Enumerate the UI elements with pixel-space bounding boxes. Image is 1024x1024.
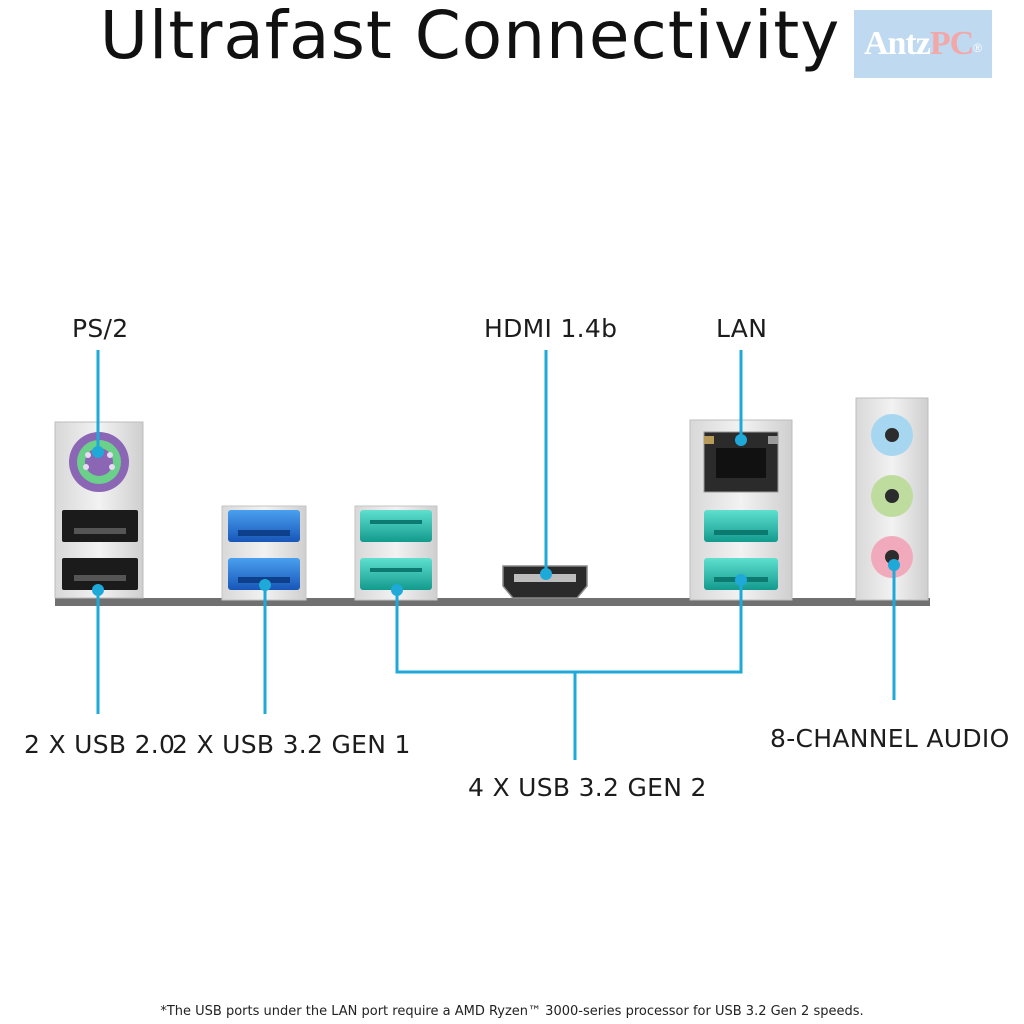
page-title: Ultrafast Connectivity bbox=[99, 0, 841, 74]
brand-primary: Antz bbox=[863, 25, 931, 62]
footnote: *The USB ports under the LAN port requir… bbox=[160, 1004, 864, 1019]
usb2-port-top bbox=[62, 510, 138, 542]
label-usb20: 2 X USB 2.0 bbox=[24, 730, 176, 759]
brand-logo: AntzPC® bbox=[854, 10, 992, 78]
leader-lines bbox=[96, 350, 896, 760]
usb2-port-bottom bbox=[62, 558, 138, 590]
label-usb32-gen2: 4 X USB 3.2 GEN 2 bbox=[468, 773, 707, 802]
io-shield-baseline bbox=[55, 598, 930, 606]
label-usb32-gen1: 2 X USB 3.2 GEN 1 bbox=[172, 730, 411, 759]
brand-mark: ® bbox=[973, 41, 983, 55]
leader-dots bbox=[92, 434, 900, 596]
brand-secondary: PC bbox=[929, 25, 974, 62]
usb32-gen2-port-c bbox=[704, 510, 778, 542]
label-ps2: PS/2 bbox=[72, 314, 129, 343]
usb32-gen2-port-b bbox=[360, 558, 432, 590]
usb32-gen1-port-top bbox=[228, 510, 300, 542]
usb32-gen2-leader bbox=[395, 580, 743, 674]
lan-usb-stack bbox=[689, 419, 793, 601]
label-lan: LAN bbox=[716, 314, 768, 343]
label-hdmi: HDMI 1.4b bbox=[484, 314, 618, 343]
label-audio: 8-CHANNEL AUDIO bbox=[770, 724, 1010, 753]
usb32-gen2-port-a bbox=[360, 510, 432, 542]
usb32-gen1-stack bbox=[221, 505, 307, 601]
usb32-gen2-stack-left bbox=[354, 505, 438, 601]
